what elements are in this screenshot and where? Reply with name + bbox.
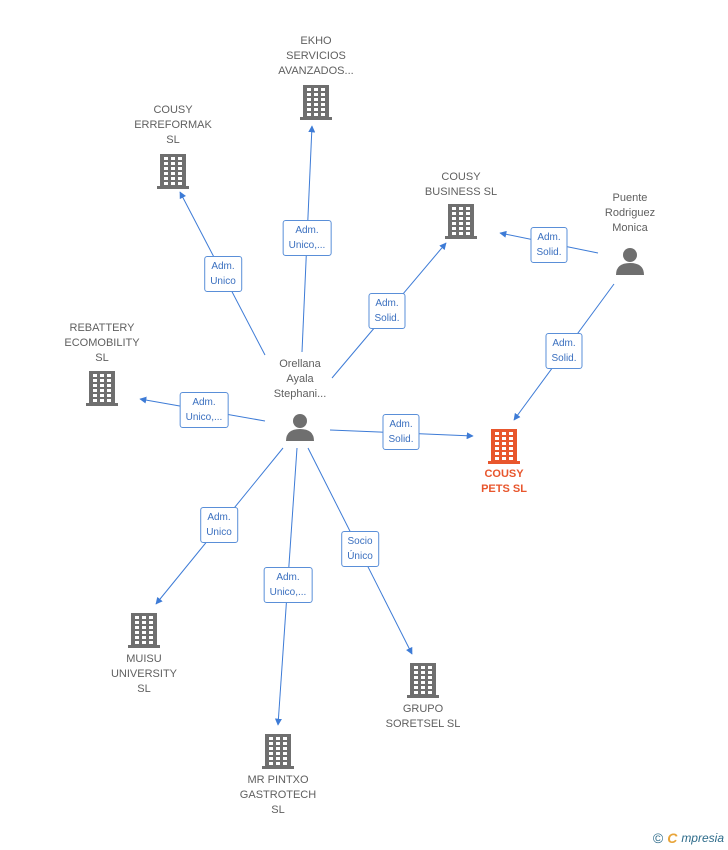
building-icon-soretsel[interactable]	[407, 663, 439, 698]
edge-label-orellana-ekho[interactable]: Adm. Unico,...	[282, 220, 332, 256]
edge-label-orellana-erreformak[interactable]: Adm. Unico	[204, 256, 242, 292]
edge-label-orellana-rebattery[interactable]: Adm. Unico,...	[179, 392, 229, 428]
edge-label-orellana-pintxo[interactable]: Adm. Unico,...	[263, 567, 313, 603]
node-label-soretsel[interactable]: GRUPO SORETSEL SL	[385, 703, 461, 730]
edge-label-orellana-soretsel[interactable]: Socio Único	[341, 531, 379, 567]
brand-name: mpresia	[681, 831, 724, 845]
edge-label-puente-business[interactable]: Adm. Solid.	[530, 227, 568, 263]
node-label-orellana[interactable]: Orellana Ayala Stephani...	[273, 358, 327, 400]
person-icon-puente[interactable]	[616, 248, 644, 275]
edge-label-orellana-business[interactable]: Adm. Solid.	[368, 293, 406, 329]
brand-logo-initial: C	[667, 830, 678, 846]
node-label-ekho[interactable]: EKHO SERVICIOS AVANZADOS...	[278, 35, 354, 77]
node-label-pets[interactable]: COUSY PETS SL	[481, 468, 527, 495]
node-label-puente[interactable]: Puente Rodriguez Monica	[604, 192, 656, 234]
node-label-pintxo[interactable]: MR PINTXO GASTROTECH SL	[239, 774, 317, 816]
node-label-rebattery[interactable]: REBATTERY ECOMOBILITY SL	[64, 322, 140, 364]
node-label-business[interactable]: COUSY BUSINESS SL	[424, 171, 498, 198]
nodes-layer	[86, 85, 644, 769]
edge-label-puente-pets[interactable]: Adm. Solid.	[545, 333, 583, 369]
copyright-icon: ©	[652, 830, 664, 846]
building-icon-muisu[interactable]	[128, 613, 160, 648]
building-icon-erreformak[interactable]	[157, 154, 189, 189]
building-icon-pets[interactable]	[488, 429, 520, 464]
person-icon-orellana[interactable]	[286, 414, 314, 441]
building-icon-ekho[interactable]	[300, 85, 332, 120]
node-label-erreformak[interactable]: COUSY ERREFORMAK SL	[134, 104, 212, 146]
building-icon-pintxo[interactable]	[262, 734, 294, 769]
edge-label-orellana-muisu[interactable]: Adm. Unico	[200, 507, 238, 543]
edge-label-orellana-pets[interactable]: Adm. Solid.	[382, 414, 420, 450]
building-icon-business[interactable]	[445, 204, 477, 239]
building-icon-rebattery[interactable]	[86, 371, 118, 406]
node-label-muisu[interactable]: MUISU UNIVERSITY SL	[110, 653, 178, 695]
